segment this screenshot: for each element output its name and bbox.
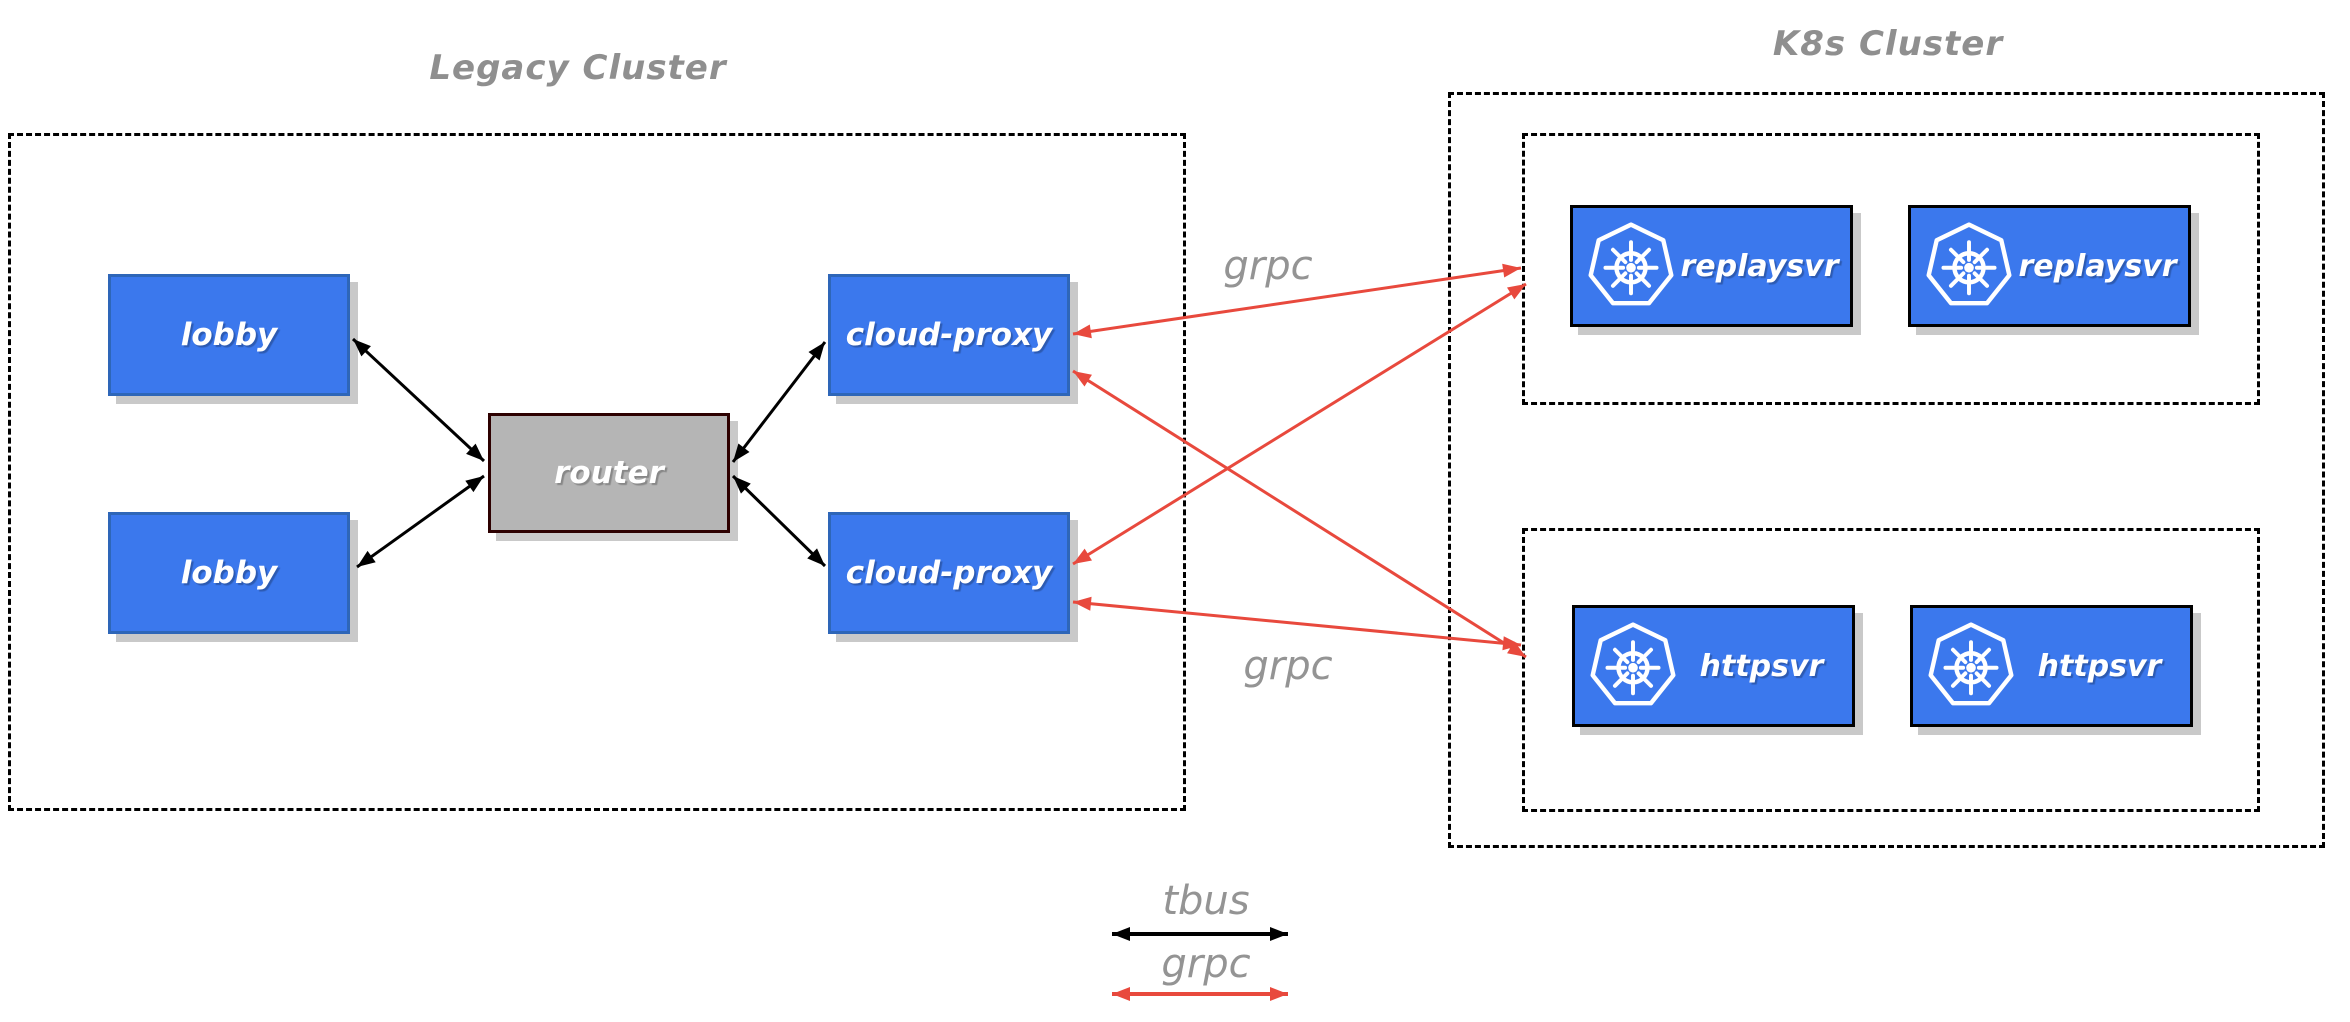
kubernetes-icon [1925,220,2013,312]
node-httpsvr-2: httpsvr [1910,605,2193,727]
kubernetes-icon [1587,220,1675,312]
node-cloud-proxy-1: cloud-proxy [828,274,1070,396]
k8s-http-group-box [1522,528,2260,812]
k8s-cluster-title: K8s Cluster [1772,24,2004,64]
legend-tbus-label: tbus [1162,878,1250,924]
node-httpsvr-1: httpsvr [1572,605,1855,727]
node-cloud-proxy-1-label: cloud-proxy [845,317,1053,353]
node-lobby-1: lobby [108,274,350,396]
node-lobby-2: lobby [108,512,350,634]
node-router-label: router [554,455,664,491]
node-httpsvr-2-label: httpsvr [2037,648,2162,684]
kubernetes-icon [1927,620,2015,712]
node-replaysvr-1-label: replaysvr [1680,248,1839,284]
node-lobby-2-label: lobby [180,555,278,591]
kubernetes-icon [1589,620,1677,712]
grpc-label-top: grpc [1223,243,1313,289]
k8s-replay-group-box [1522,133,2260,405]
node-replaysvr-2-label: replaysvr [2018,248,2177,284]
node-cloud-proxy-2-label: cloud-proxy [845,555,1053,591]
legend-grpc-label: grpc [1161,941,1251,987]
node-cloud-proxy-2: cloud-proxy [828,512,1070,634]
node-replaysvr-2: replaysvr [1908,205,2191,327]
grpc-label-bottom: grpc [1243,643,1333,689]
node-replaysvr-1: replaysvr [1570,205,1853,327]
node-router: router [488,413,730,533]
legacy-cluster-title: Legacy Cluster [429,48,727,88]
node-lobby-1-label: lobby [180,317,278,353]
node-httpsvr-1-label: httpsvr [1699,648,1824,684]
